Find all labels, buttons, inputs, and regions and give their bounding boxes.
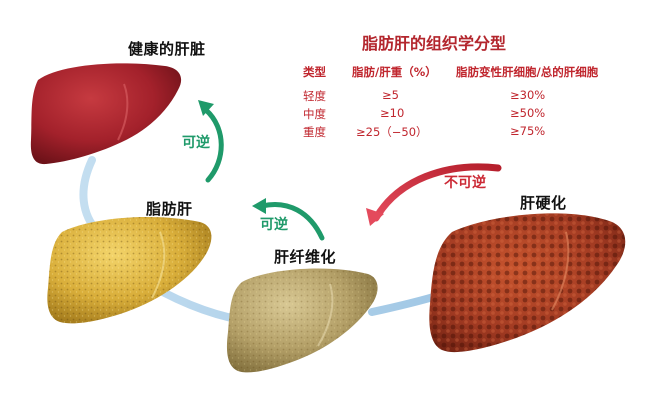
irreversible-label: 不可逆	[444, 175, 486, 191]
table-row-mild-ratio: ≥30%	[510, 88, 546, 102]
healthy-liver-illustration	[30, 63, 182, 165]
table-header-type: 类型	[303, 65, 326, 79]
classification-table-title: 脂肪肝的组织学分型	[362, 34, 507, 53]
table-row-severe-ratio: ≥75%	[510, 124, 546, 138]
table-row-moderate-type: 中度	[303, 107, 326, 121]
table-row-mild-type: 轻度	[303, 89, 326, 103]
table-header-fat-weight: 脂肪/肝重（%）	[352, 65, 437, 79]
reversible-arrow-top	[198, 100, 224, 183]
table-header-hepatocyte-ratio: 脂肪变性肝细胞/总的肝细胞	[456, 65, 599, 79]
table-row-moderate-ratio: ≥50%	[510, 106, 546, 120]
irreversible-arrow	[366, 163, 502, 226]
reversible-label-top: 可逆	[182, 135, 210, 151]
reversible-label-mid: 可逆	[260, 217, 288, 233]
table-row-mild-fat: ≥5	[382, 88, 399, 102]
table-row-moderate-fat: ≥10	[380, 106, 405, 120]
fibrosis-label: 肝纤维化	[274, 248, 337, 266]
fibrosis-liver-illustration	[226, 268, 378, 373]
cirrhosis-liver-illustration	[429, 213, 626, 353]
reversible-arrow-mid	[252, 198, 325, 241]
healthy-liver-label: 健康的肝脏	[128, 40, 206, 58]
fatty-liver-illustration	[47, 217, 212, 324]
table-row-severe-type: 重度	[303, 125, 326, 139]
fatty-liver-label: 脂肪肝	[146, 200, 193, 218]
table-row-severe-fat: ≥25（−50）	[356, 125, 428, 139]
cirrhosis-label: 肝硬化	[520, 194, 567, 212]
